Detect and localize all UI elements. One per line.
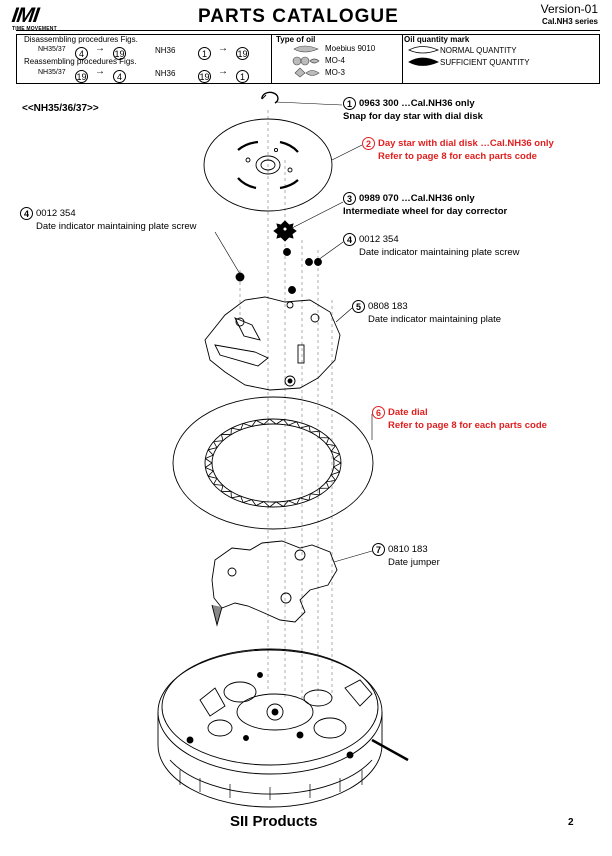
dis-b-to: 19 bbox=[236, 44, 249, 62]
part-6-date-dial bbox=[172, 396, 374, 530]
part-2-day-star-disk bbox=[203, 118, 333, 212]
oil-type-heading: Type of oil bbox=[276, 35, 316, 44]
part-5-date-plate bbox=[204, 296, 341, 391]
part-7-date-jumper bbox=[211, 540, 338, 627]
oil-quantity-1: NORMAL QUANTITY bbox=[440, 46, 517, 55]
oil-type-1: Moebius 9010 bbox=[325, 44, 376, 53]
fig-circle: 4 bbox=[113, 70, 126, 83]
reassembling-label: Reassembling procedures Figs. bbox=[24, 57, 137, 66]
fig-circle: 4 bbox=[75, 47, 88, 60]
arrow-icon: → bbox=[95, 43, 105, 54]
fig-circle: 19 bbox=[113, 47, 126, 60]
oil-drop-moebius-icon bbox=[293, 45, 319, 53]
part-code-2: Day star with dial disk …Cal.NH36 only bbox=[378, 138, 554, 150]
part-desc-2: Refer to page 8 for each parts code bbox=[378, 151, 537, 163]
disassembling-label: Disassembling procedures Figs. bbox=[24, 35, 138, 44]
fig-circle: 19 bbox=[236, 47, 249, 60]
fig-circle: 1 bbox=[198, 47, 211, 60]
re-a-to: 4 bbox=[113, 67, 126, 85]
series-label: Cal.NH3 series bbox=[541, 17, 598, 26]
part-desc-6: Refer to page 8 for each parts code bbox=[388, 420, 547, 432]
arrow-icon: → bbox=[218, 66, 228, 77]
movement-base bbox=[157, 648, 409, 808]
part-desc-5: Date indicator maintaining plate bbox=[368, 314, 502, 326]
part-desc-7: Date jumper bbox=[388, 557, 440, 569]
part-desc-3: Intermediate wheel for day corrector bbox=[343, 206, 508, 218]
re-a-from: 19 bbox=[75, 67, 88, 85]
part-number-5: 5 bbox=[352, 300, 365, 313]
footer-brand: SII Products bbox=[230, 813, 318, 830]
page-title: PARTS CATALOGUE bbox=[198, 6, 399, 27]
part-number-2: 2 bbox=[362, 137, 375, 150]
part-code-4a: 0012 354 bbox=[36, 208, 76, 220]
arrow-icon: → bbox=[218, 43, 228, 54]
logo-subtext: TIME MOVEMENT bbox=[12, 26, 57, 32]
part-number-4a: 4 bbox=[20, 207, 33, 220]
oil-type-3: MO-3 bbox=[325, 68, 345, 77]
dis-b-cal: NH36 bbox=[155, 46, 176, 55]
oil-type-icons bbox=[292, 45, 320, 78]
part-code-5: 0808 183 bbox=[368, 301, 408, 313]
oil-quantity-icons bbox=[408, 46, 440, 66]
page-number: 2 bbox=[568, 817, 574, 828]
part-1-snap bbox=[261, 91, 279, 104]
dis-b-from: 1 bbox=[198, 44, 211, 62]
re-b-to: 1 bbox=[236, 67, 249, 85]
part-number-1: 1 bbox=[343, 97, 356, 110]
alignment-lines bbox=[239, 110, 333, 700]
part-number-4b: 4 bbox=[343, 233, 356, 246]
imi-logo: IMI TIME MOVEMENT bbox=[10, 4, 64, 32]
fig-circle: 1 bbox=[236, 70, 249, 83]
re-b-from: 19 bbox=[198, 67, 211, 85]
oil-type-2: MO-4 bbox=[325, 56, 345, 65]
oil-drop-mo3-icon bbox=[294, 67, 306, 78]
part-number-6: 6 bbox=[372, 406, 385, 419]
part-desc-4a: Date indicator maintaining plate screw bbox=[36, 221, 197, 233]
part-3-intermediate-wheel bbox=[273, 220, 297, 242]
legend-box bbox=[16, 34, 600, 84]
part-number-3: 3 bbox=[343, 192, 356, 205]
version-label: Version-01 bbox=[540, 2, 598, 16]
part-number-7: 7 bbox=[372, 543, 385, 556]
part-desc-4b: Date indicator maintaining plate screw bbox=[359, 247, 520, 259]
part-code-3: 0989 070 …Cal.NH36 only bbox=[359, 193, 475, 205]
date-dial-teeth bbox=[205, 418, 342, 508]
re-a-cal: NH35/37 bbox=[38, 69, 66, 76]
header-divider bbox=[16, 30, 600, 31]
arrow-icon: → bbox=[95, 66, 105, 77]
oil-quantity-2: SUFFICIENT QUANTITY bbox=[440, 58, 530, 67]
leader-lines bbox=[214, 101, 373, 563]
dis-a-from: 4 bbox=[75, 44, 88, 62]
dis-a-to: 19 bbox=[113, 44, 126, 62]
section-title: <<NH35/36/37>> bbox=[22, 103, 99, 114]
normal-quantity-icon bbox=[408, 46, 440, 54]
part-code-6: Date dial bbox=[388, 407, 428, 419]
fig-circle: 19 bbox=[75, 70, 88, 83]
legend-divider-2 bbox=[402, 35, 403, 83]
part-code-7: 0810 183 bbox=[388, 544, 428, 556]
part-desc-1: Snap for day star with dial disk bbox=[343, 111, 483, 123]
screws bbox=[235, 248, 322, 294]
legend-divider-1 bbox=[271, 35, 272, 83]
dis-a-cal: NH35/37 bbox=[38, 46, 66, 53]
sufficient-quantity-icon bbox=[408, 57, 439, 66]
part-code-4b: 0012 354 bbox=[359, 234, 399, 246]
fig-circle: 19 bbox=[198, 70, 211, 83]
oil-quantity-heading: Oil quantity mark bbox=[404, 35, 470, 44]
part-code-1: 0963 300 …Cal.NH36 only bbox=[359, 98, 475, 110]
re-b-cal: NH36 bbox=[155, 69, 176, 78]
